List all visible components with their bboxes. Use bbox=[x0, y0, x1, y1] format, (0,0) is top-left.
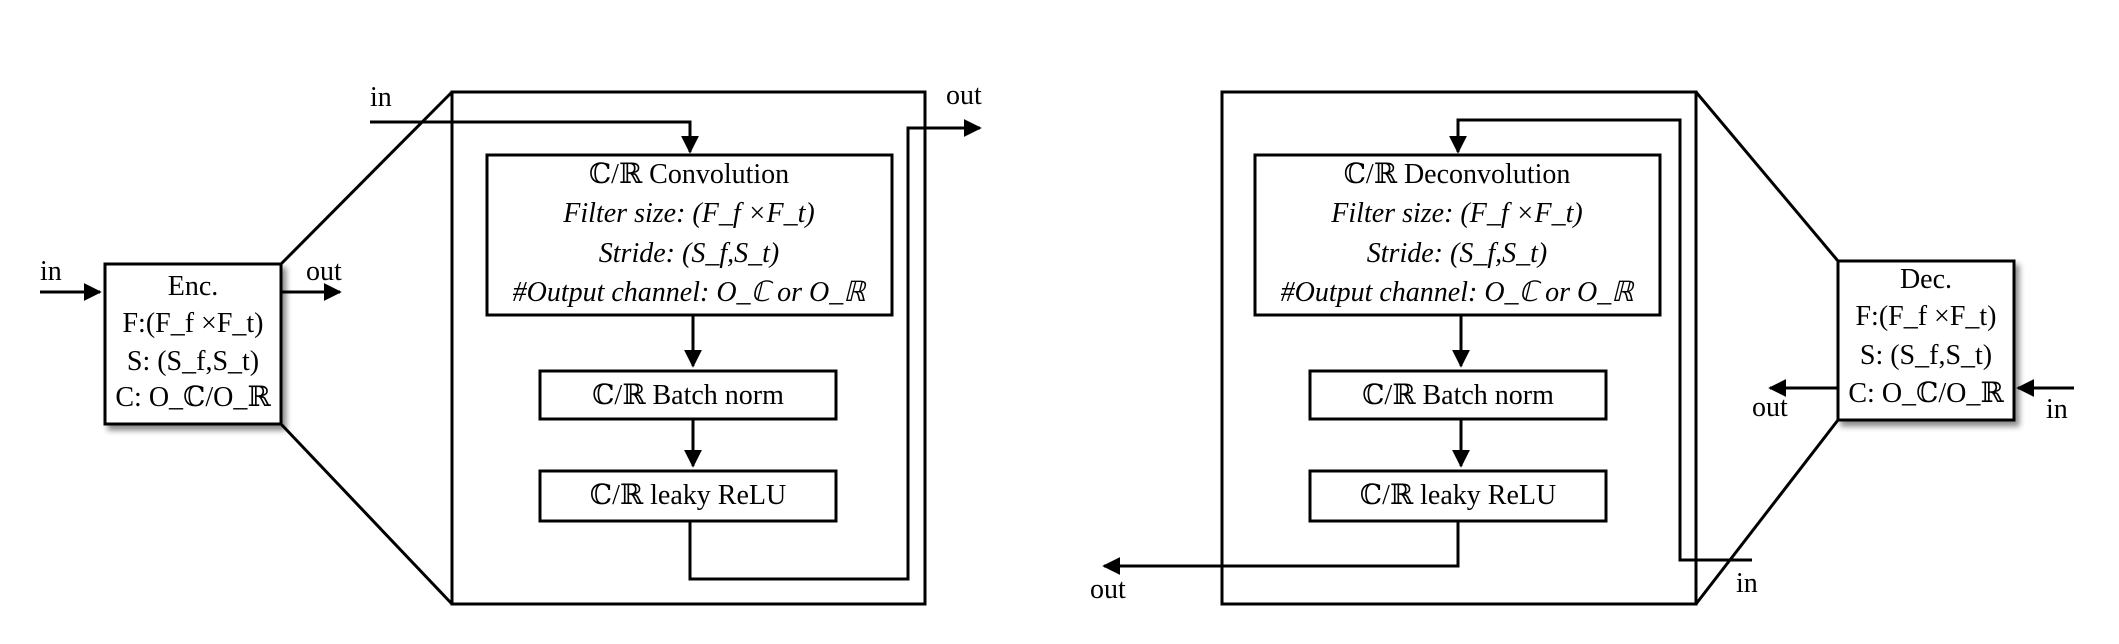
decoder-zoom-line-bottom bbox=[1694, 419, 1840, 605]
decoder-deconvolution-stride: Stride: (S_f,S_t) bbox=[1367, 238, 1547, 269]
encoder-small-block: Enc. F:(F_f ×F_t) S: (S_f,S_t) C: O_ℂ/O_… bbox=[40, 256, 342, 426]
decoder-in-path bbox=[1449, 118, 1752, 562]
decoder-small-box bbox=[1836, 259, 2016, 422]
encoder-convolution-output: #Output channel: O_ℂ or O_ℝ bbox=[513, 277, 868, 308]
decoder-expanded-frame bbox=[1220, 90, 1698, 606]
decoder-small-title: Dec. bbox=[1900, 264, 1952, 295]
decoder-small-filter: F:(F_f ×F_t) bbox=[1855, 301, 1996, 332]
encoder-expanded-frame bbox=[450, 90, 927, 606]
encoder-convolution-filter: Filter size: (F_f ×F_t) bbox=[562, 198, 814, 229]
encoder-group: Enc. F:(F_f ×F_t) S: (S_f,S_t) C: O_ℂ/O_… bbox=[40, 80, 982, 606]
encoder-small-out-label: out bbox=[306, 256, 342, 287]
encoder-zoom-line-bottom bbox=[279, 422, 454, 606]
encoder-small-channels: C: O_ℂ/O_ℝ bbox=[115, 382, 271, 413]
decoder-expanded-out-label: out bbox=[1090, 574, 1126, 605]
decoder-small-out-label: out bbox=[1752, 392, 1788, 423]
encoder-relu-box bbox=[538, 469, 838, 523]
decoder-batchnorm-label: ℂ/ℝ Batch norm bbox=[1362, 380, 1554, 411]
decoder-relu-label: ℂ/ℝ leaky ReLU bbox=[1360, 480, 1556, 511]
encoder-out-path bbox=[688, 119, 982, 581]
decoder-small-channels: C: O_ℂ/O_ℝ bbox=[1848, 378, 2004, 409]
encoder-small-in-label: in bbox=[40, 256, 62, 287]
encoder-zoom-line-top bbox=[279, 90, 454, 266]
encoder-expanded-in-label: in bbox=[370, 82, 392, 113]
encoder-batchnorm-box bbox=[538, 369, 838, 421]
decoder-batchnorm-box bbox=[1308, 369, 1608, 421]
decoder-deconvolution-output: #Output channel: O_ℂ or O_ℝ bbox=[1281, 277, 1636, 308]
decoder-deconvolution-box bbox=[1253, 153, 1662, 317]
encoder-convolution-box bbox=[485, 153, 894, 317]
encoder-convolution-stride: Stride: (S_f,S_t) bbox=[599, 238, 779, 269]
decoder-deconvolution-filter: Filter size: (F_f ×F_t) bbox=[1330, 198, 1582, 229]
decoder-zoom-line-top bbox=[1694, 91, 1840, 262]
encoder-relu-label: ℂ/ℝ leaky ReLU bbox=[590, 480, 786, 511]
decoder-out-path bbox=[1102, 521, 1460, 575]
encoder-convolution-title: ℂ/ℝ Convolution bbox=[589, 159, 789, 190]
encoder-in-path bbox=[370, 120, 699, 154]
decoder-expanded-in-label: in bbox=[1736, 568, 1758, 599]
encoder-batchnorm-label: ℂ/ℝ Batch norm bbox=[592, 380, 784, 411]
decoder-small-stride: S: (S_f,S_t) bbox=[1860, 340, 1992, 371]
decoder-deconvolution-title: ℂ/ℝ Deconvolution bbox=[1344, 159, 1571, 190]
decoder-relu-box bbox=[1308, 469, 1608, 523]
decoder-group: in ℂ/ℝ Deconvolution Filter size: (F_f ×… bbox=[1090, 90, 2074, 606]
encoder-small-box bbox=[103, 262, 283, 426]
decoder-small-block: Dec. F:(F_f ×F_t) S: (S_f,S_t) C: O_ℂ/O_… bbox=[1752, 259, 2074, 425]
encoder-small-filter: F:(F_f ×F_t) bbox=[122, 308, 263, 339]
encoder-small-stride: S: (S_f,S_t) bbox=[127, 346, 259, 377]
encoder-expanded-out-label: out bbox=[946, 80, 982, 111]
decoder-small-in-label: in bbox=[2046, 394, 2068, 425]
encoder-small-title: Enc. bbox=[168, 271, 219, 302]
